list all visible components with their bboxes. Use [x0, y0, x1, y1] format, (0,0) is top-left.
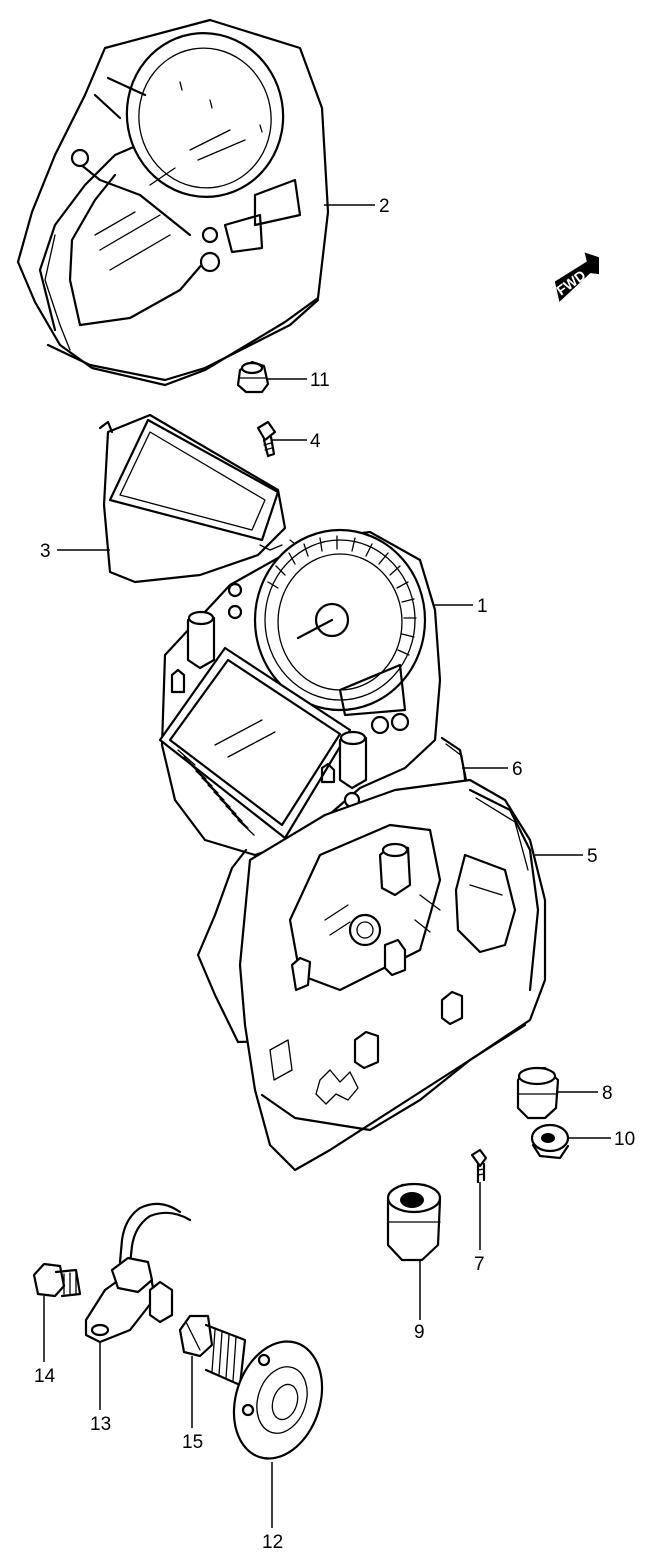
callout-leaders: [43, 204, 611, 1528]
part-14-bolt: [32, 1262, 82, 1298]
label-part-1: 1: [477, 596, 488, 617]
label-part-10: 10: [614, 1129, 635, 1150]
part-9-cushion: [386, 1182, 442, 1262]
part-4-screw: [256, 420, 277, 458]
label-part-12: 12: [262, 1532, 283, 1553]
label-part-4: 4: [310, 431, 321, 452]
label-part-5: 5: [587, 846, 598, 867]
part-12-mounting-plate: [232, 1340, 324, 1460]
part-number-labels: 2 11 4 3 1 6 5 8 10 7 9 13 14 15 12: [34, 196, 635, 1553]
label-part-9: 9: [414, 1322, 425, 1343]
label-part-11: 11: [310, 370, 330, 391]
label-part-3: 3: [40, 541, 51, 562]
part-8-cushion: [516, 1066, 560, 1120]
label-part-8: 8: [602, 1083, 613, 1104]
part-7-screw: [470, 1148, 488, 1184]
label-part-15: 15: [182, 1432, 203, 1453]
part-13-sensor-bracket: [84, 1202, 192, 1344]
part-5-lower-case: [238, 778, 547, 1172]
label-part-2: 2: [379, 196, 390, 217]
part-15-bolt: [178, 1314, 247, 1387]
label-part-14: 14: [34, 1366, 56, 1387]
label-part-6: 6: [512, 759, 523, 780]
part-10-washer: [530, 1123, 570, 1160]
part-1-meter-assembly: [158, 528, 442, 857]
part-2-upper-cover: [16, 18, 330, 387]
fwd-direction-arrow: FWD: [553, 252, 599, 302]
label-part-7: 7: [474, 1254, 485, 1275]
part-11-grommet: [236, 360, 270, 394]
label-part-13: 13: [90, 1414, 111, 1435]
